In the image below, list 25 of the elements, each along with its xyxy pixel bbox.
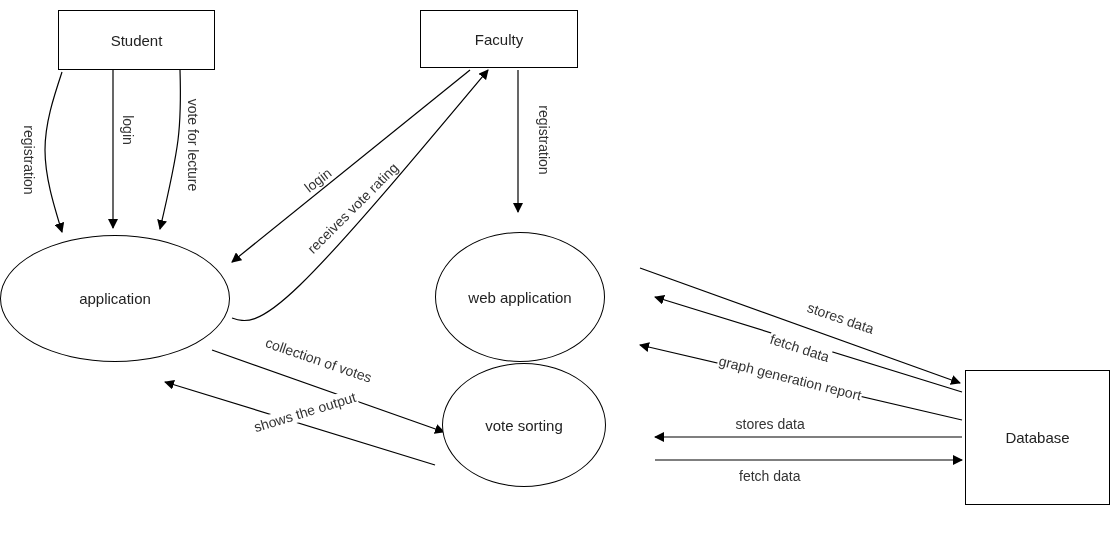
entity-box bbox=[965, 370, 1110, 505]
entity-box bbox=[420, 10, 578, 68]
arrow bbox=[108, 69, 118, 229]
arrow bbox=[654, 455, 963, 465]
node-label: web application bbox=[468, 288, 572, 306]
edge-label: registration bbox=[535, 104, 552, 176]
edge-label: stores data bbox=[734, 416, 806, 432]
arrow bbox=[157, 69, 182, 230]
arrow bbox=[639, 267, 961, 385]
edge-label: registration bbox=[20, 124, 37, 196]
arrow bbox=[231, 69, 489, 322]
edge-label: fetch data bbox=[738, 468, 802, 484]
node-label: Database bbox=[1005, 429, 1070, 446]
arrow bbox=[231, 69, 471, 263]
node-label: vote sorting bbox=[485, 416, 563, 434]
node-label: Student bbox=[110, 31, 163, 49]
arrow bbox=[44, 71, 65, 233]
node-label: application bbox=[79, 290, 151, 307]
arrow bbox=[164, 379, 436, 466]
arrow bbox=[211, 349, 445, 434]
entity-box bbox=[58, 10, 215, 70]
arrow bbox=[654, 432, 963, 442]
node-label: Faculty bbox=[474, 30, 524, 48]
edge-label: login bbox=[119, 114, 136, 146]
arrow bbox=[513, 69, 523, 213]
